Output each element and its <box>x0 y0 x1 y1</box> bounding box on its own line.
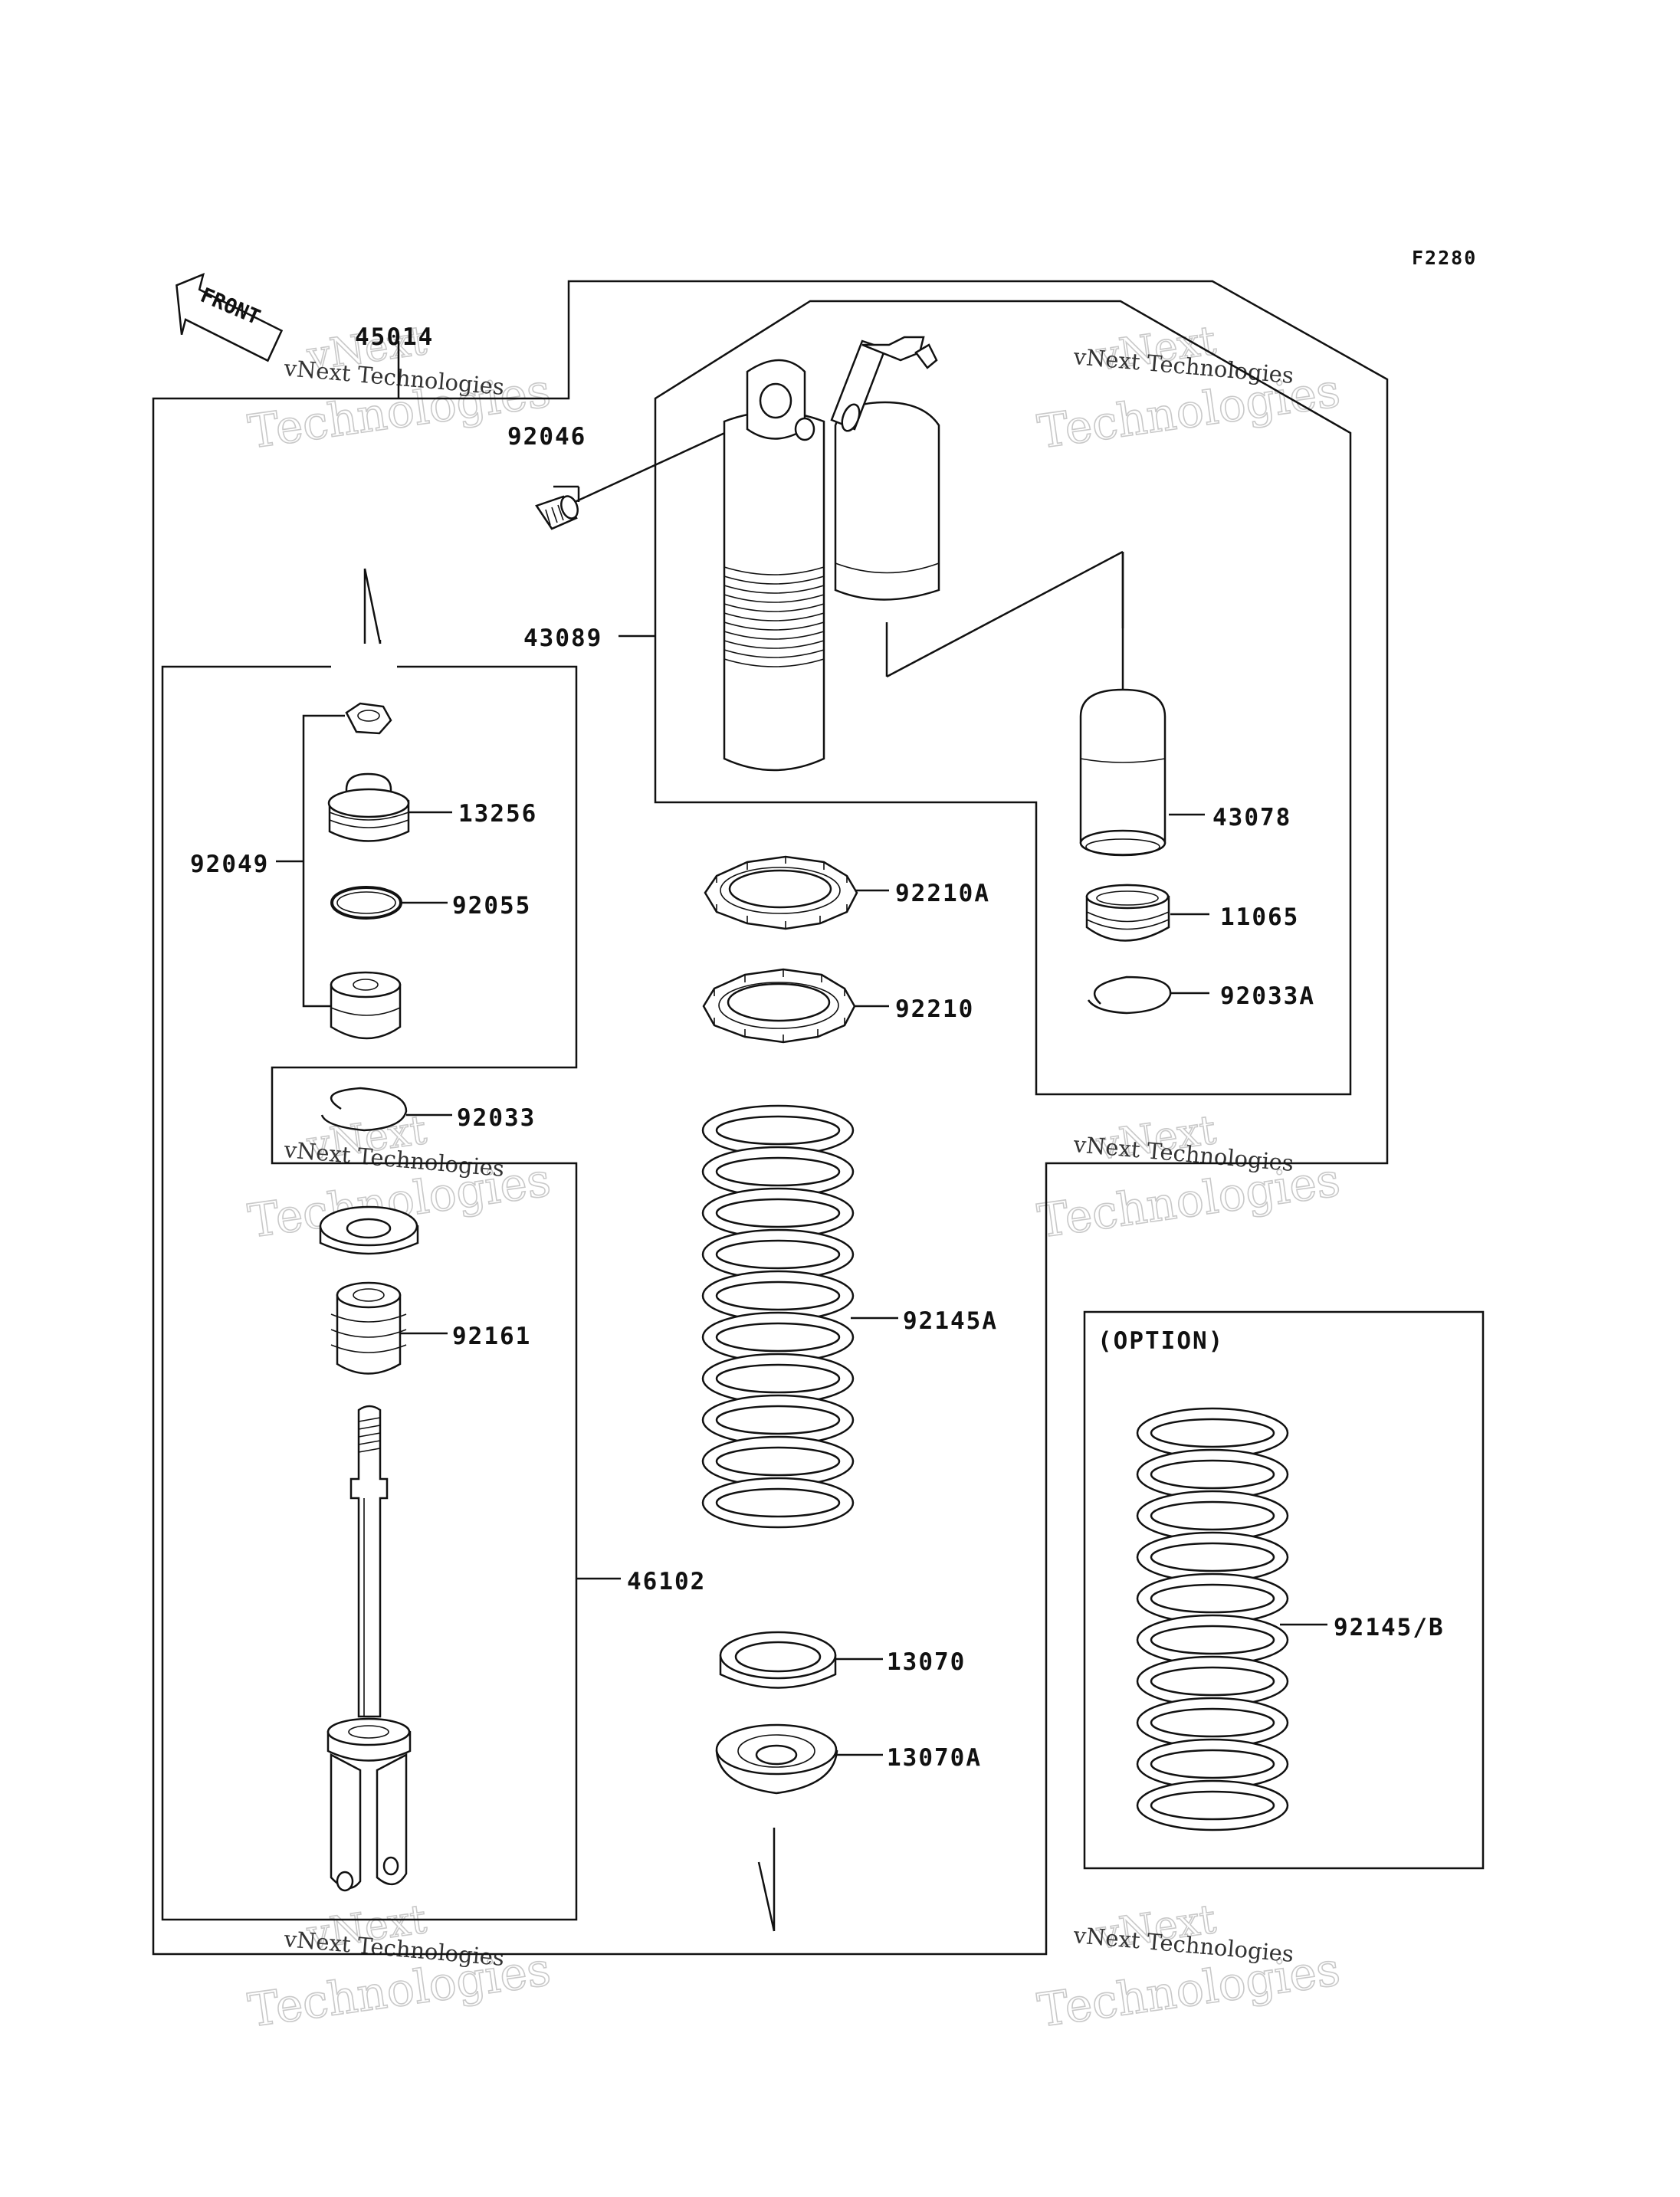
part-seal-head <box>319 1205 419 1255</box>
spring-coil-inner <box>715 1239 841 1270</box>
spring-coil-inner <box>1150 1625 1275 1655</box>
front-arrow-icon: FRONT <box>176 272 284 362</box>
spring-coil-inner <box>1150 1459 1275 1490</box>
part-13070A-spring-seat <box>715 1723 838 1795</box>
label-92145B: 92145/B <box>1334 1614 1445 1641</box>
label-92046: 92046 <box>507 423 586 451</box>
label-92210: 92210 <box>895 995 974 1023</box>
label-92033: 92033 <box>457 1104 536 1132</box>
part-labels: 45014 92046 43089 43078 11065 92033A 132… <box>190 323 1445 1772</box>
spring-coil-inner <box>715 1280 841 1311</box>
spring-coil-inner <box>715 1363 841 1394</box>
outline-43089-box <box>654 300 1352 1096</box>
label-92033A: 92033A <box>1220 982 1315 1010</box>
label-43078: 43078 <box>1212 804 1291 831</box>
spring-coil-inner <box>1150 1666 1275 1697</box>
watermark-technologies: Technologies <box>1035 1153 1344 1249</box>
figure-code: F2280 <box>1412 247 1477 269</box>
watermark-mid-right: vNext Technologies <box>1034 1107 1344 1249</box>
label-92161: 92161 <box>452 1323 531 1350</box>
label-13070: 13070 <box>887 1648 966 1676</box>
part-13256-valve <box>327 772 410 842</box>
spring-coil-inner <box>715 1115 841 1146</box>
label-92055: 92055 <box>452 892 531 920</box>
label-92049: 92049 <box>190 851 269 878</box>
part-92210-ring-nut <box>702 968 856 1044</box>
part-92055-o-ring <box>330 886 402 920</box>
spring-coil-inner <box>1150 1749 1275 1779</box>
spring-coil-inner <box>1150 1790 1275 1821</box>
part-92210A-ring-nut <box>704 855 858 930</box>
spring-coil-inner <box>715 1322 841 1353</box>
spring-coil-inner <box>1150 1583 1275 1614</box>
part-43078-bladder <box>1079 688 1166 857</box>
part-92033A-circlip <box>1087 976 1172 1015</box>
part-46102-damper-rod <box>326 1405 412 1892</box>
assembly-outlines <box>152 280 1485 1956</box>
outline-damper-box <box>161 665 578 1921</box>
spring-coil-inner <box>1150 1418 1275 1448</box>
outline-main-assembly <box>152 280 1389 1956</box>
label-13070A: 13070A <box>887 1744 982 1772</box>
watermark-bottom-right: vNext Technologies <box>1034 1896 1344 2038</box>
part-92046-bearing <box>535 495 579 530</box>
part-11065-cap <box>1085 884 1170 942</box>
label-43089: 43089 <box>523 625 602 652</box>
option-box <box>1083 1310 1485 1870</box>
watermark-top-right: vNext Technologies <box>1034 317 1344 460</box>
part-92161-bumper <box>330 1281 407 1375</box>
spring-coil-inner <box>1150 1500 1275 1531</box>
label-92210A: 92210A <box>895 880 990 907</box>
part-43089-shock-body <box>723 336 940 772</box>
spring-coil-inner <box>715 1487 841 1518</box>
label-13256: 13256 <box>458 800 537 828</box>
label-46102: 46102 <box>627 1568 706 1595</box>
spring-coil-inner <box>1150 1542 1275 1572</box>
leader-lines <box>276 341 1327 1932</box>
part-92145B-spring <box>1136 1407 1289 1831</box>
spring-coil-inner <box>715 1156 841 1187</box>
part-13070-spring-seat <box>719 1631 837 1689</box>
spring-coil-inner <box>1150 1707 1275 1738</box>
part-nut <box>345 702 392 735</box>
part-92049-piston <box>330 971 402 1040</box>
label-45014: 45014 <box>355 323 434 351</box>
part-92033-circlip <box>320 1087 408 1132</box>
label-11065: 11065 <box>1220 903 1299 931</box>
spring-coil-inner <box>715 1405 841 1435</box>
option-label: (OPTION) <box>1098 1327 1224 1355</box>
spring-coil-inner <box>715 1198 841 1228</box>
spring-coil-inner <box>715 1446 841 1477</box>
label-92145A: 92145A <box>903 1307 998 1335</box>
part-92145A-spring <box>701 1104 855 1529</box>
